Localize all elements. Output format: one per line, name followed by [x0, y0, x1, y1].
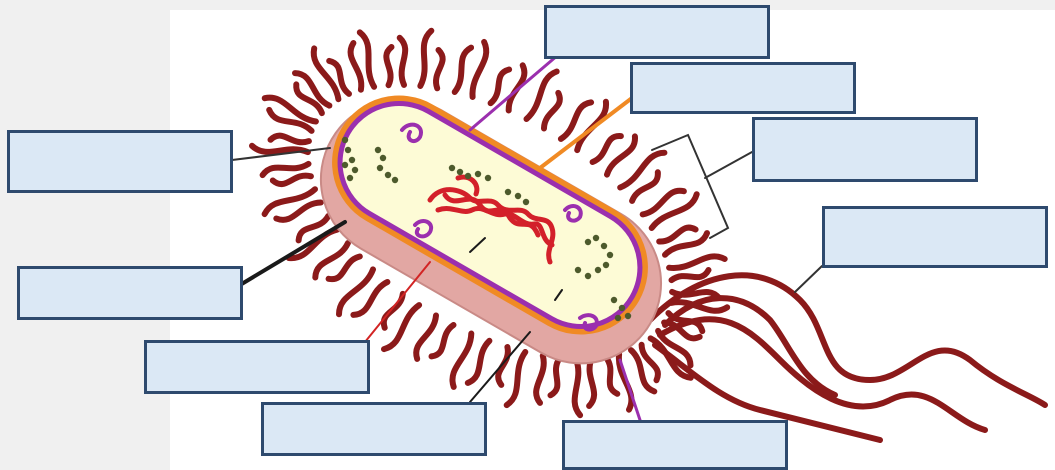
- ribosome-dot: [523, 199, 529, 205]
- ribosome-dot: [625, 313, 631, 319]
- pilus: [659, 228, 695, 242]
- label-box-top-center[interactable]: [544, 5, 770, 59]
- pilus: [436, 50, 443, 88]
- ribosome-dot: [352, 167, 358, 173]
- ribosome-dot: [515, 193, 521, 199]
- ribosome-dot: [585, 239, 591, 245]
- pilus: [536, 356, 544, 403]
- ribosome-dot: [347, 175, 353, 181]
- pilus: [575, 359, 580, 415]
- label-box-right-middle[interactable]: [822, 206, 1048, 268]
- pilus: [544, 93, 560, 129]
- ribosome-dot: [465, 173, 471, 179]
- ribosome-dot: [377, 165, 383, 171]
- pilus: [416, 316, 436, 359]
- label-box-bottom-right[interactable]: [562, 420, 788, 470]
- ribosome-dot: [380, 155, 386, 161]
- ribosome-dot: [457, 169, 463, 175]
- ribosome-dot: [595, 267, 601, 273]
- label-box-left-upper[interactable]: [7, 130, 233, 193]
- pilus: [507, 352, 526, 405]
- ribosome-dot: [449, 165, 455, 171]
- pilus: [672, 270, 709, 280]
- pilus: [271, 136, 309, 143]
- pilus: [265, 189, 315, 214]
- pilus: [420, 31, 431, 86]
- ribosome-dot: [375, 147, 381, 153]
- pilus: [455, 48, 471, 92]
- ribosome-dot: [342, 162, 348, 168]
- pilus: [289, 230, 338, 259]
- pilus: [432, 325, 454, 356]
- pilus: [669, 256, 725, 268]
- ribosome-dot: [611, 297, 617, 303]
- pilus: [589, 359, 594, 406]
- label-box-left-middle[interactable]: [17, 266, 243, 320]
- label-box-bottom-left[interactable]: [261, 402, 487, 456]
- ribosome-dot: [615, 315, 621, 321]
- pilus: [551, 358, 560, 395]
- label-box-left-lower[interactable]: [144, 340, 370, 394]
- ribosome-dot: [575, 267, 581, 273]
- ribosome-dot: [585, 273, 591, 279]
- ribosome-dot: [385, 172, 391, 178]
- pilus: [386, 47, 391, 85]
- ribosome-dot: [607, 252, 613, 258]
- ribosome-dot: [619, 305, 625, 311]
- pilus: [509, 65, 525, 110]
- pilus: [351, 43, 362, 90]
- ribosome-dot: [392, 177, 398, 183]
- ribosome-dot: [345, 147, 351, 153]
- label-box-top-right-2[interactable]: [752, 117, 978, 182]
- pilus: [452, 334, 471, 387]
- ribosome-dot: [593, 235, 599, 241]
- pilus: [273, 176, 311, 184]
- ribosome-dot: [342, 137, 348, 143]
- pilus: [276, 203, 321, 220]
- pilus: [472, 42, 486, 97]
- pilus: [652, 194, 697, 228]
- label-box-top-right-1[interactable]: [630, 62, 856, 114]
- pilus: [606, 357, 617, 394]
- ribosome-dot: [603, 262, 609, 268]
- ribosome-dot: [349, 157, 355, 163]
- ribosome-dot: [601, 243, 607, 249]
- flagellum: [650, 275, 1045, 440]
- pilus: [400, 38, 406, 85]
- ribosome-dot: [505, 189, 511, 195]
- ribosome-dot: [485, 175, 491, 181]
- ribosome-dot: [475, 171, 481, 177]
